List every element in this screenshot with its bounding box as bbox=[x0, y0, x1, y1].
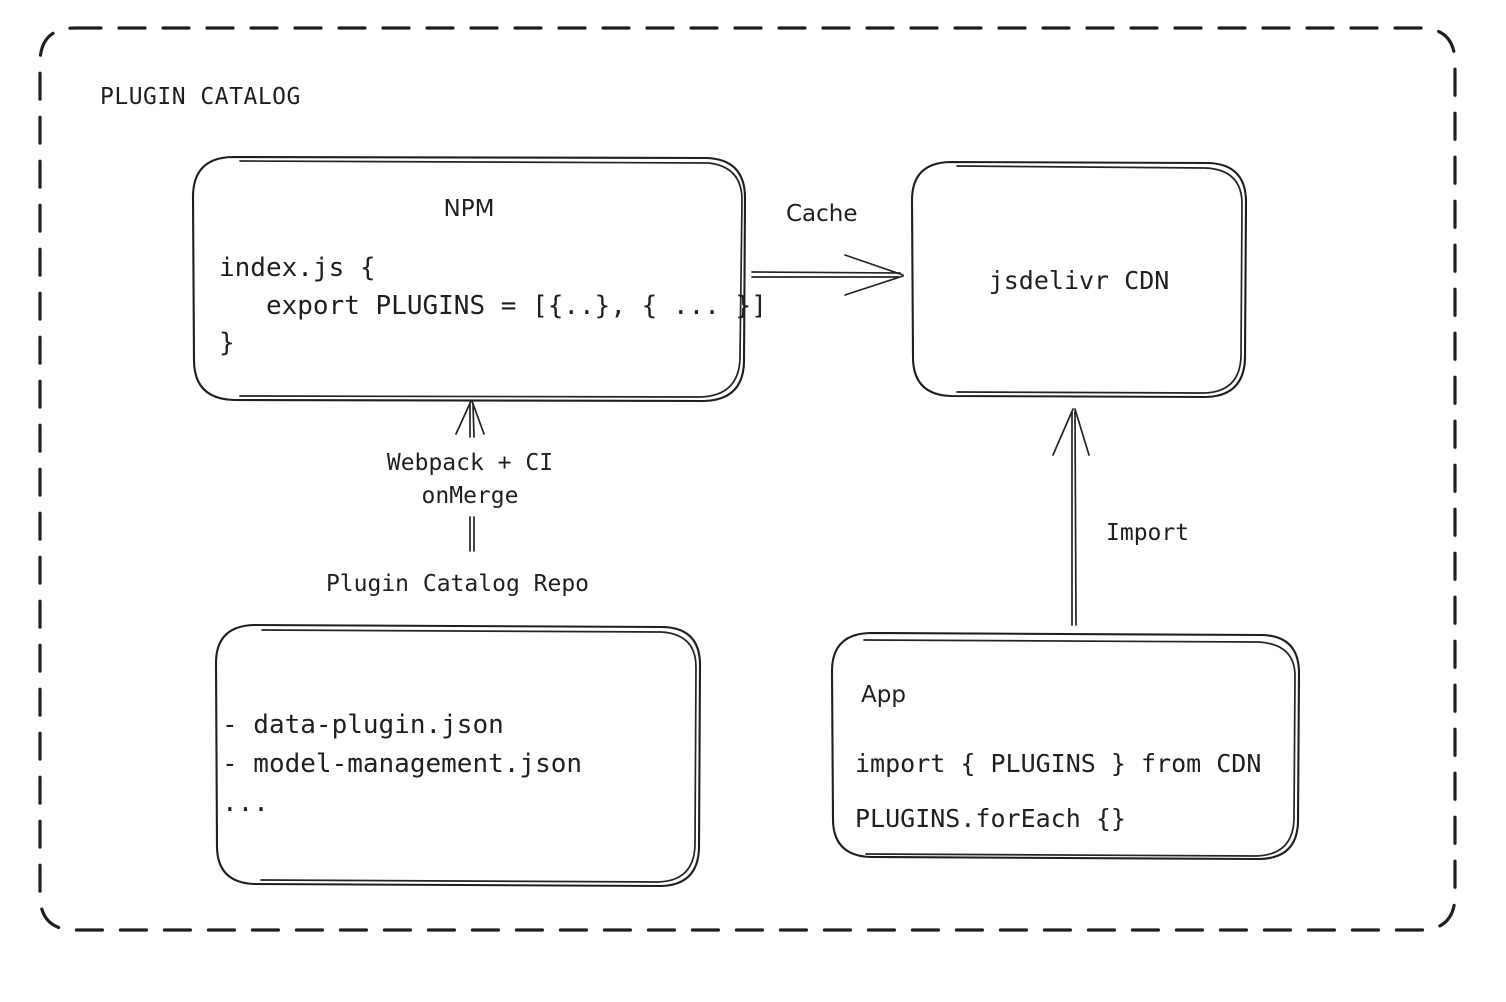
repo-item-3: ... bbox=[222, 788, 269, 818]
group-title: PLUGIN CATALOG bbox=[100, 84, 301, 110]
repo-item-1: - data-plugin.json bbox=[222, 710, 504, 740]
npm-node-code: index.js { export PLUGINS = [{..}, { ...… bbox=[219, 250, 767, 363]
cdn-node-box bbox=[910, 160, 1248, 399]
npm-node-box bbox=[191, 155, 747, 403]
npm-node-title: NPM bbox=[443, 196, 495, 222]
webpack-ci-label-line-2: onMerge bbox=[421, 483, 519, 510]
npm-code-line-2: export PLUGINS = [{..}, { ... }] bbox=[219, 290, 767, 321]
app-code-line-2: PLUGINS.forEach {} bbox=[855, 804, 1126, 833]
repo-item-2: - model-management.json bbox=[222, 749, 583, 779]
plugin-catalog-group-border bbox=[38, 26, 1457, 932]
app-node-title: App bbox=[861, 682, 906, 708]
npm-code-line-1: index.js { bbox=[219, 253, 376, 283]
app-node-box bbox=[830, 631, 1301, 861]
import-arrow bbox=[1052, 408, 1090, 626]
cdn-node-title: jsdelivr CDN bbox=[988, 266, 1170, 295]
repo-node-label: Plugin Catalog Repo bbox=[325, 571, 590, 597]
webpack-ci-arrow bbox=[455, 400, 485, 552]
repo-node-items: - data-plugin.json - model-management.jso… bbox=[222, 706, 582, 823]
cache-edge-label: Cache bbox=[786, 201, 858, 227]
repo-node-box bbox=[214, 623, 702, 888]
webpack-ci-edge-label: Webpack + CI onMerge bbox=[330, 447, 610, 514]
webpack-ci-label-line-1: Webpack + CI bbox=[386, 450, 554, 476]
npm-code-line-3: } bbox=[219, 328, 235, 359]
app-code-line-1: import { PLUGINS } from CDN bbox=[855, 749, 1262, 778]
import-edge-label: Import bbox=[1106, 520, 1190, 546]
cache-arrow bbox=[751, 254, 904, 296]
app-node-code: import { PLUGINS } from CDN PLUGINS.forEa… bbox=[855, 736, 1261, 846]
